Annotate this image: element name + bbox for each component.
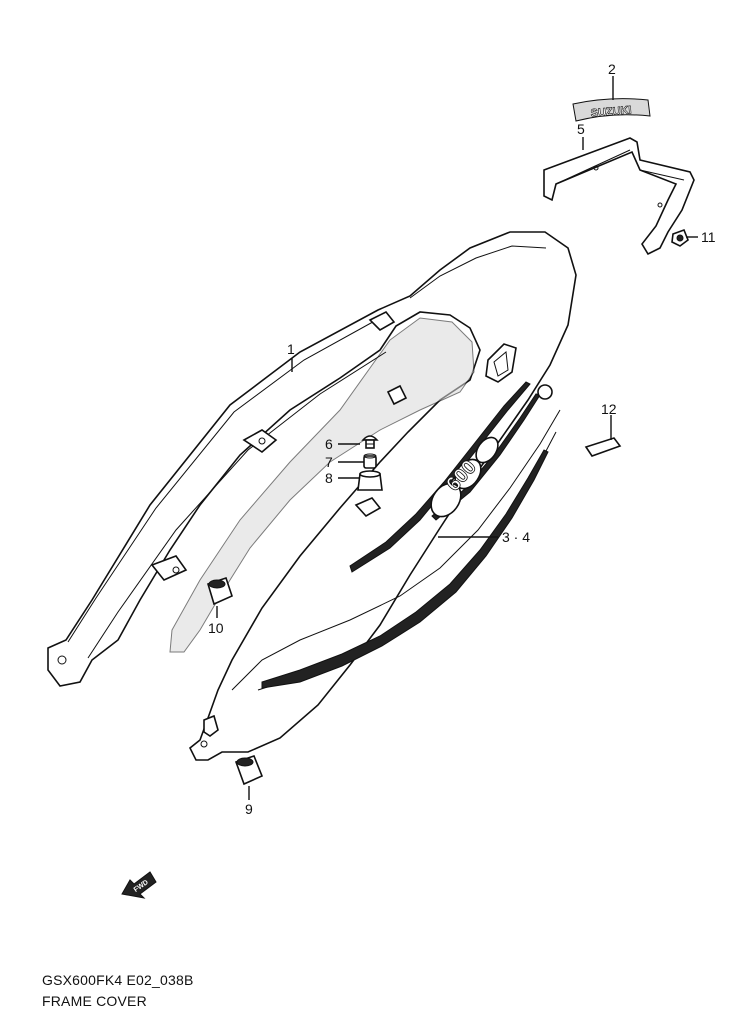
callout-8: 8	[325, 470, 333, 486]
collar-7	[363, 453, 377, 469]
emblem-text: SUZUKI	[590, 104, 632, 120]
callout-9: 9	[245, 801, 253, 817]
callout-12: 12	[601, 401, 617, 417]
rear-bracket	[543, 137, 695, 256]
grommet-8	[357, 470, 383, 491]
screw-6	[361, 435, 379, 449]
callout-11: 11	[701, 229, 716, 245]
callout-10: 10	[208, 620, 224, 636]
grommet-9	[234, 755, 264, 786]
callout-1: 1	[287, 341, 295, 357]
callout-3-4: 3 · 4	[502, 529, 530, 545]
callout-6: 6	[325, 436, 333, 452]
callout-5: 5	[577, 121, 585, 137]
callout-7: 7	[325, 454, 333, 470]
diagram-code: GSX600FK4 E02_038B	[42, 972, 194, 988]
pad-12	[584, 437, 622, 457]
suzuki-emblem: SUZUKI	[572, 98, 651, 122]
decal-600: 600	[430, 436, 499, 518]
diagram-title: FRAME COVER	[42, 993, 147, 1009]
leader-lines	[216, 76, 698, 800]
clip-11	[671, 228, 689, 247]
fwd-arrow-icon: FWD	[121, 871, 157, 899]
frame-cover: 600	[47, 231, 577, 761]
callout-2: 2	[608, 61, 616, 77]
grommet-10	[207, 576, 233, 606]
